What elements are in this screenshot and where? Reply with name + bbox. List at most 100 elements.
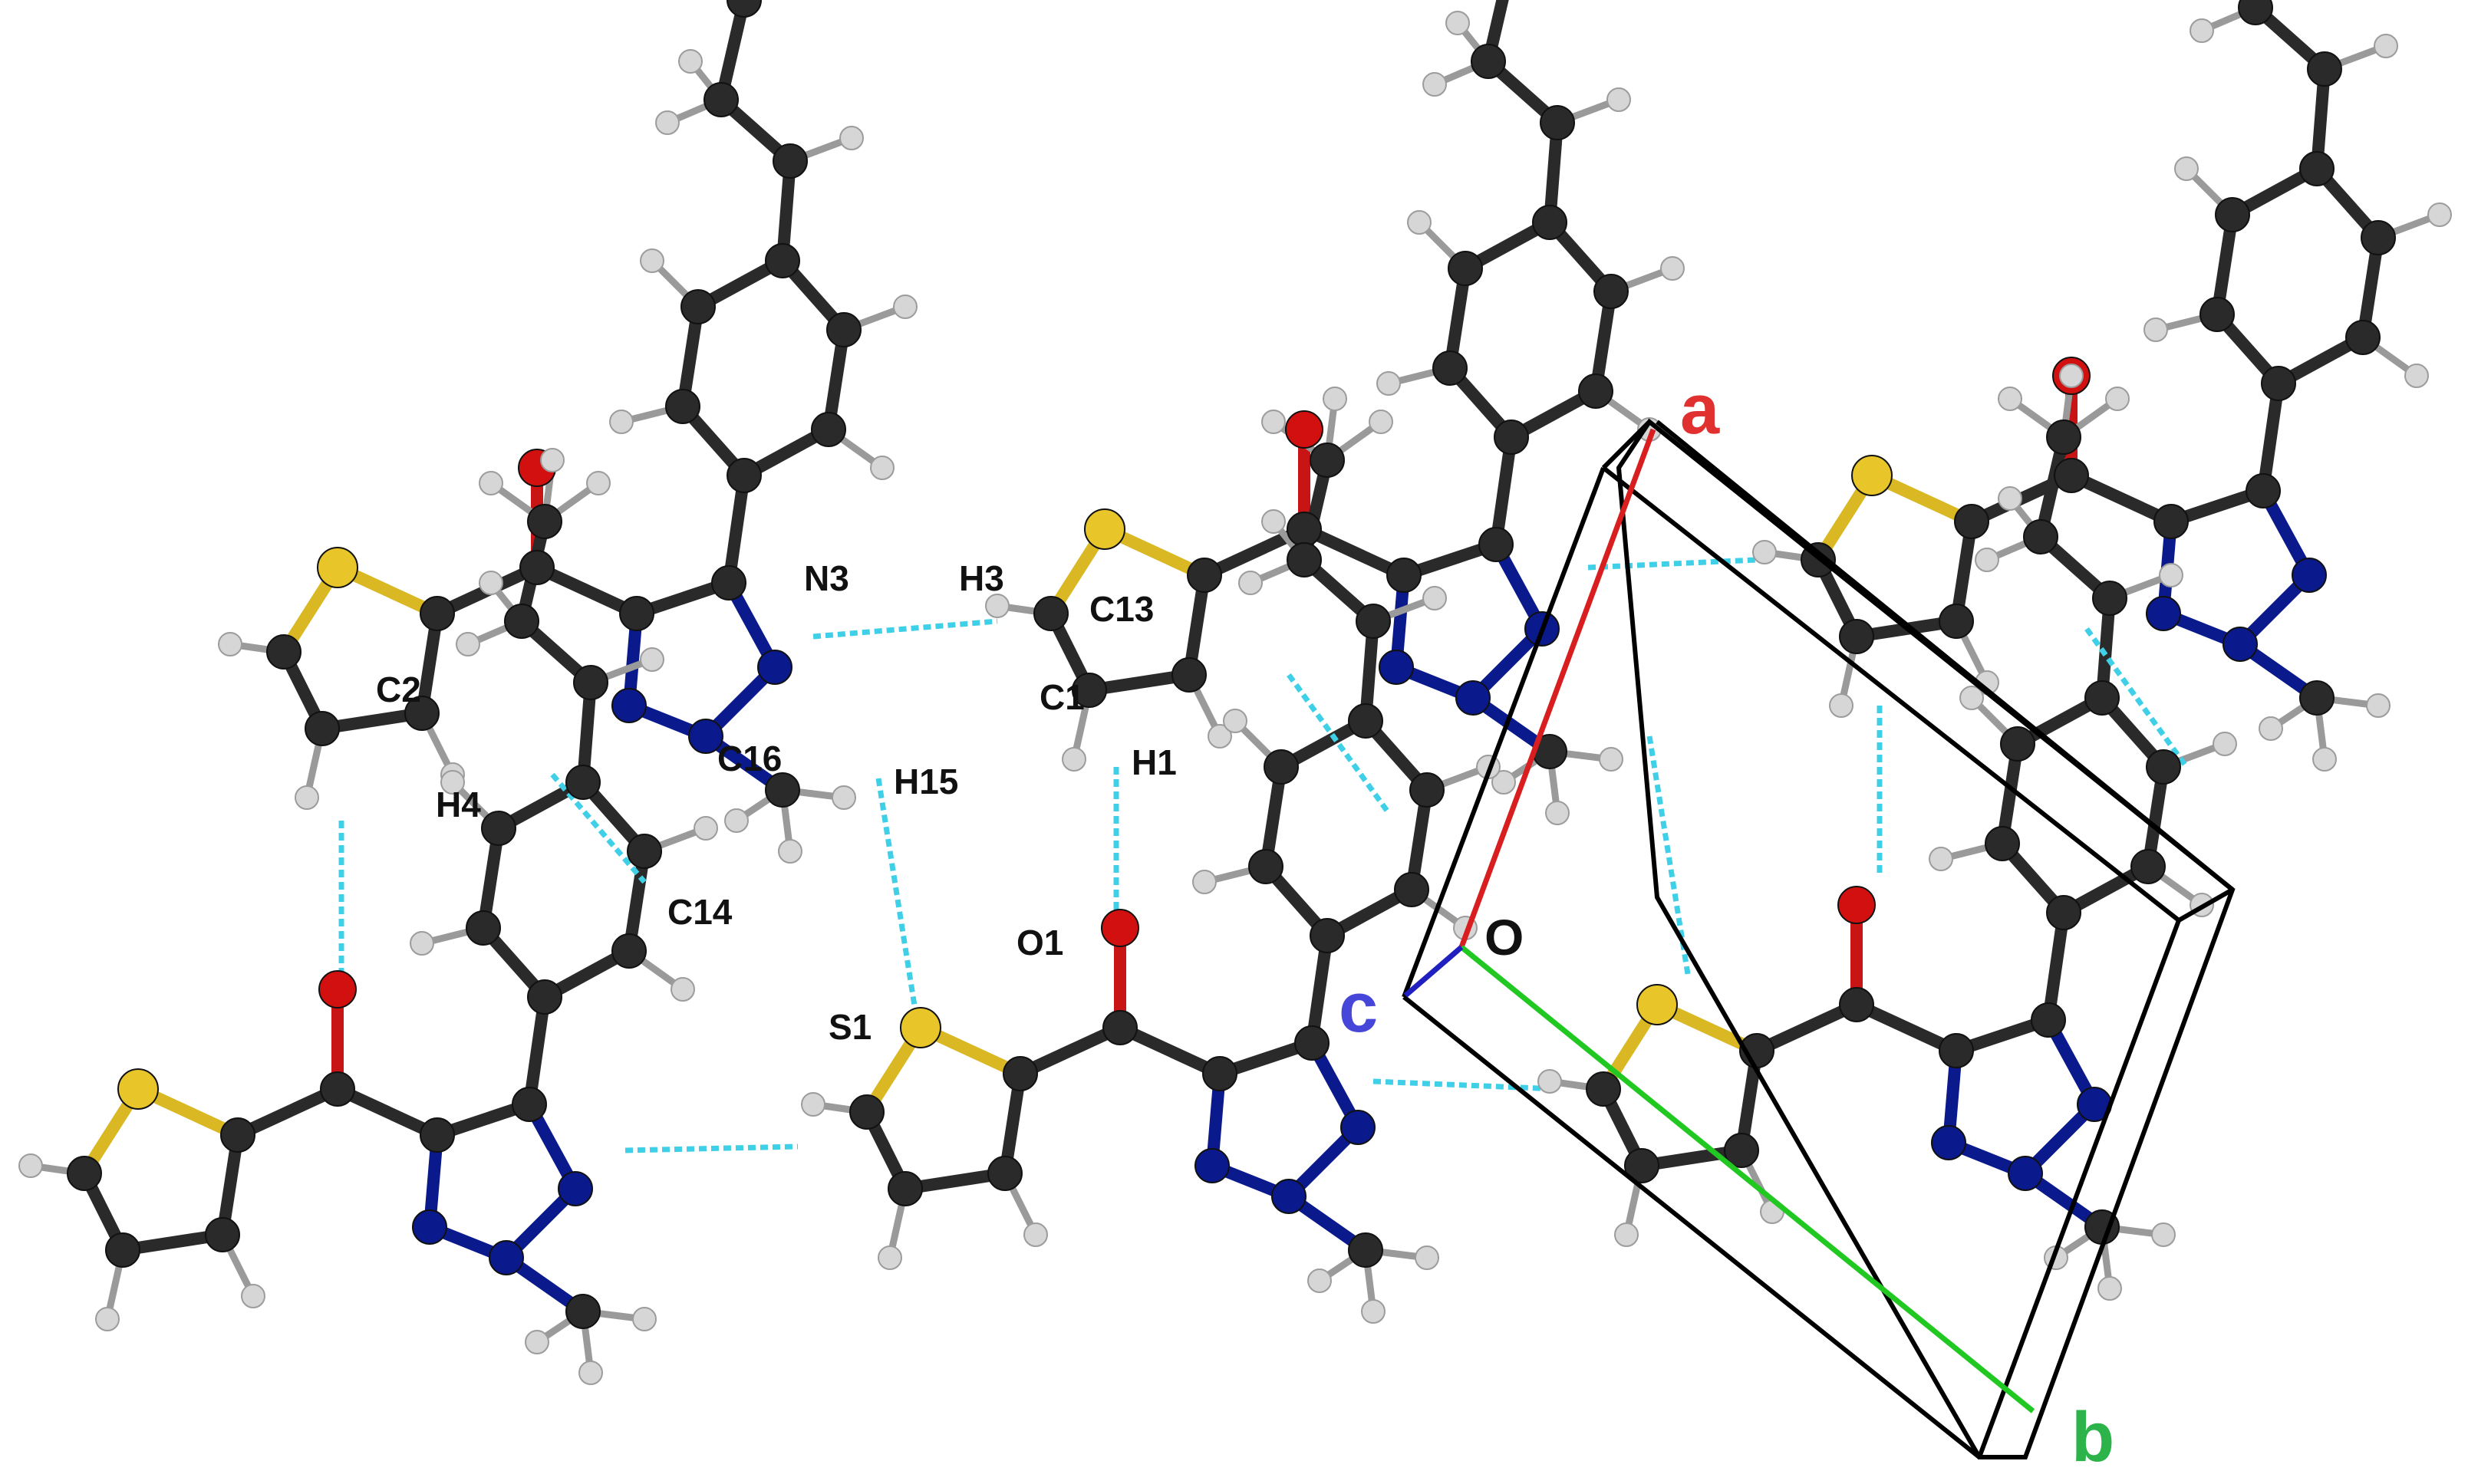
atom-c xyxy=(466,910,501,946)
atom-n xyxy=(558,1171,593,1206)
atom-c xyxy=(1348,1232,1383,1268)
atom-c xyxy=(527,504,562,539)
atom-c xyxy=(888,1171,923,1206)
atom-h xyxy=(2366,693,2391,718)
atom-h xyxy=(1975,548,1999,572)
atom-label-o1: O1 xyxy=(1017,923,1063,962)
hydrogen-bond xyxy=(1587,557,1758,571)
bond xyxy=(2257,377,2285,497)
atom-label-c14: C14 xyxy=(667,892,733,932)
atom-c xyxy=(703,82,739,117)
atom-c xyxy=(2215,197,2250,232)
bond xyxy=(1850,999,1962,1057)
atom-c xyxy=(2084,680,2120,716)
atom-n xyxy=(1194,1148,1230,1183)
atom-h xyxy=(295,785,319,810)
atom-label-h1: H1 xyxy=(1132,742,1177,782)
atom-c xyxy=(481,811,516,846)
atom-h xyxy=(1959,686,1984,710)
atom-h xyxy=(479,471,503,495)
atom-c xyxy=(1409,772,1445,808)
atom-n xyxy=(1340,1110,1376,1145)
atom-c xyxy=(504,604,539,639)
atom-c xyxy=(1187,558,1222,593)
atom-c xyxy=(849,1094,885,1130)
atom-c xyxy=(565,1294,601,1329)
atom-h xyxy=(1223,709,1247,733)
atom-c xyxy=(2361,220,2396,255)
atom-c xyxy=(1003,1056,1038,1091)
atom-s xyxy=(117,1068,159,1110)
atom-c xyxy=(627,834,662,869)
atom-c xyxy=(727,0,762,18)
unit-cell-edge xyxy=(2177,887,2234,923)
atom-c xyxy=(665,389,700,424)
atom-h xyxy=(2190,18,2214,43)
atom-h xyxy=(878,1245,902,1270)
atom-c xyxy=(205,1217,240,1252)
axis-label-c: c xyxy=(1339,969,1378,1047)
atom-h xyxy=(1238,571,1263,595)
atom-c xyxy=(2023,519,2058,554)
atom-c xyxy=(67,1156,102,1191)
atom-h xyxy=(578,1361,603,1385)
atom-c xyxy=(2299,151,2335,186)
bond xyxy=(2042,907,2070,1026)
atom-c xyxy=(1985,826,2020,861)
atom-c xyxy=(1939,604,1974,639)
atom-h xyxy=(2259,716,2283,741)
atom-h xyxy=(2151,1222,2176,1247)
atom-h xyxy=(1192,870,1217,894)
bond xyxy=(2065,469,2177,528)
atom-h xyxy=(1361,1299,1386,1324)
atom-h xyxy=(1998,387,2022,411)
atom-c xyxy=(512,1087,547,1122)
bond xyxy=(723,469,750,589)
atom-n xyxy=(2223,627,2258,662)
atom-h xyxy=(2404,364,2429,388)
atom-c xyxy=(1294,1025,1330,1061)
atom-h xyxy=(839,126,864,150)
hydrogen-bond xyxy=(1372,1078,1558,1092)
atom-h xyxy=(2213,732,2237,756)
bond xyxy=(1490,431,1517,551)
atom-h xyxy=(1376,371,1401,396)
atom-h xyxy=(678,49,703,74)
atom-c xyxy=(2345,320,2381,355)
atom-s xyxy=(1084,508,1125,550)
atom-h xyxy=(2174,156,2199,181)
atom-h xyxy=(540,448,565,472)
atom-c xyxy=(1348,703,1383,739)
bond xyxy=(531,561,643,620)
unit-cell-back-face xyxy=(1616,418,2236,1459)
atom-c xyxy=(2307,51,2342,87)
atom-label-h3: H3 xyxy=(959,558,1004,598)
atom-h xyxy=(1422,586,1447,610)
atom-c xyxy=(565,765,601,800)
atom-s xyxy=(900,1007,941,1048)
atom-s xyxy=(317,547,358,588)
atom-h xyxy=(1208,724,1232,749)
atom-label-c1: C1 xyxy=(1040,677,1085,717)
atom-c xyxy=(2246,473,2281,508)
atom-n xyxy=(1455,680,1491,716)
atom-h xyxy=(1491,770,1516,795)
unit-cell xyxy=(1402,418,2236,1459)
atom-c xyxy=(1102,1010,1138,1045)
atom-c xyxy=(105,1232,140,1268)
atom-h xyxy=(2312,747,2337,772)
hydrogen-bond xyxy=(875,778,920,1021)
bond xyxy=(1298,523,1410,581)
atom-c xyxy=(1033,596,1069,631)
atom-h xyxy=(410,931,434,956)
atom-label-h4: H4 xyxy=(436,785,481,824)
atom-h xyxy=(1752,540,1777,564)
atom-h xyxy=(2427,202,2452,227)
atom-c xyxy=(2031,1002,2066,1038)
atom-h xyxy=(640,647,664,672)
atom-c xyxy=(2046,420,2081,455)
atom-c xyxy=(2130,849,2166,884)
atom-n xyxy=(2146,596,2181,631)
atom-c xyxy=(1839,619,1874,654)
unit-cell-edge xyxy=(1656,420,2234,892)
